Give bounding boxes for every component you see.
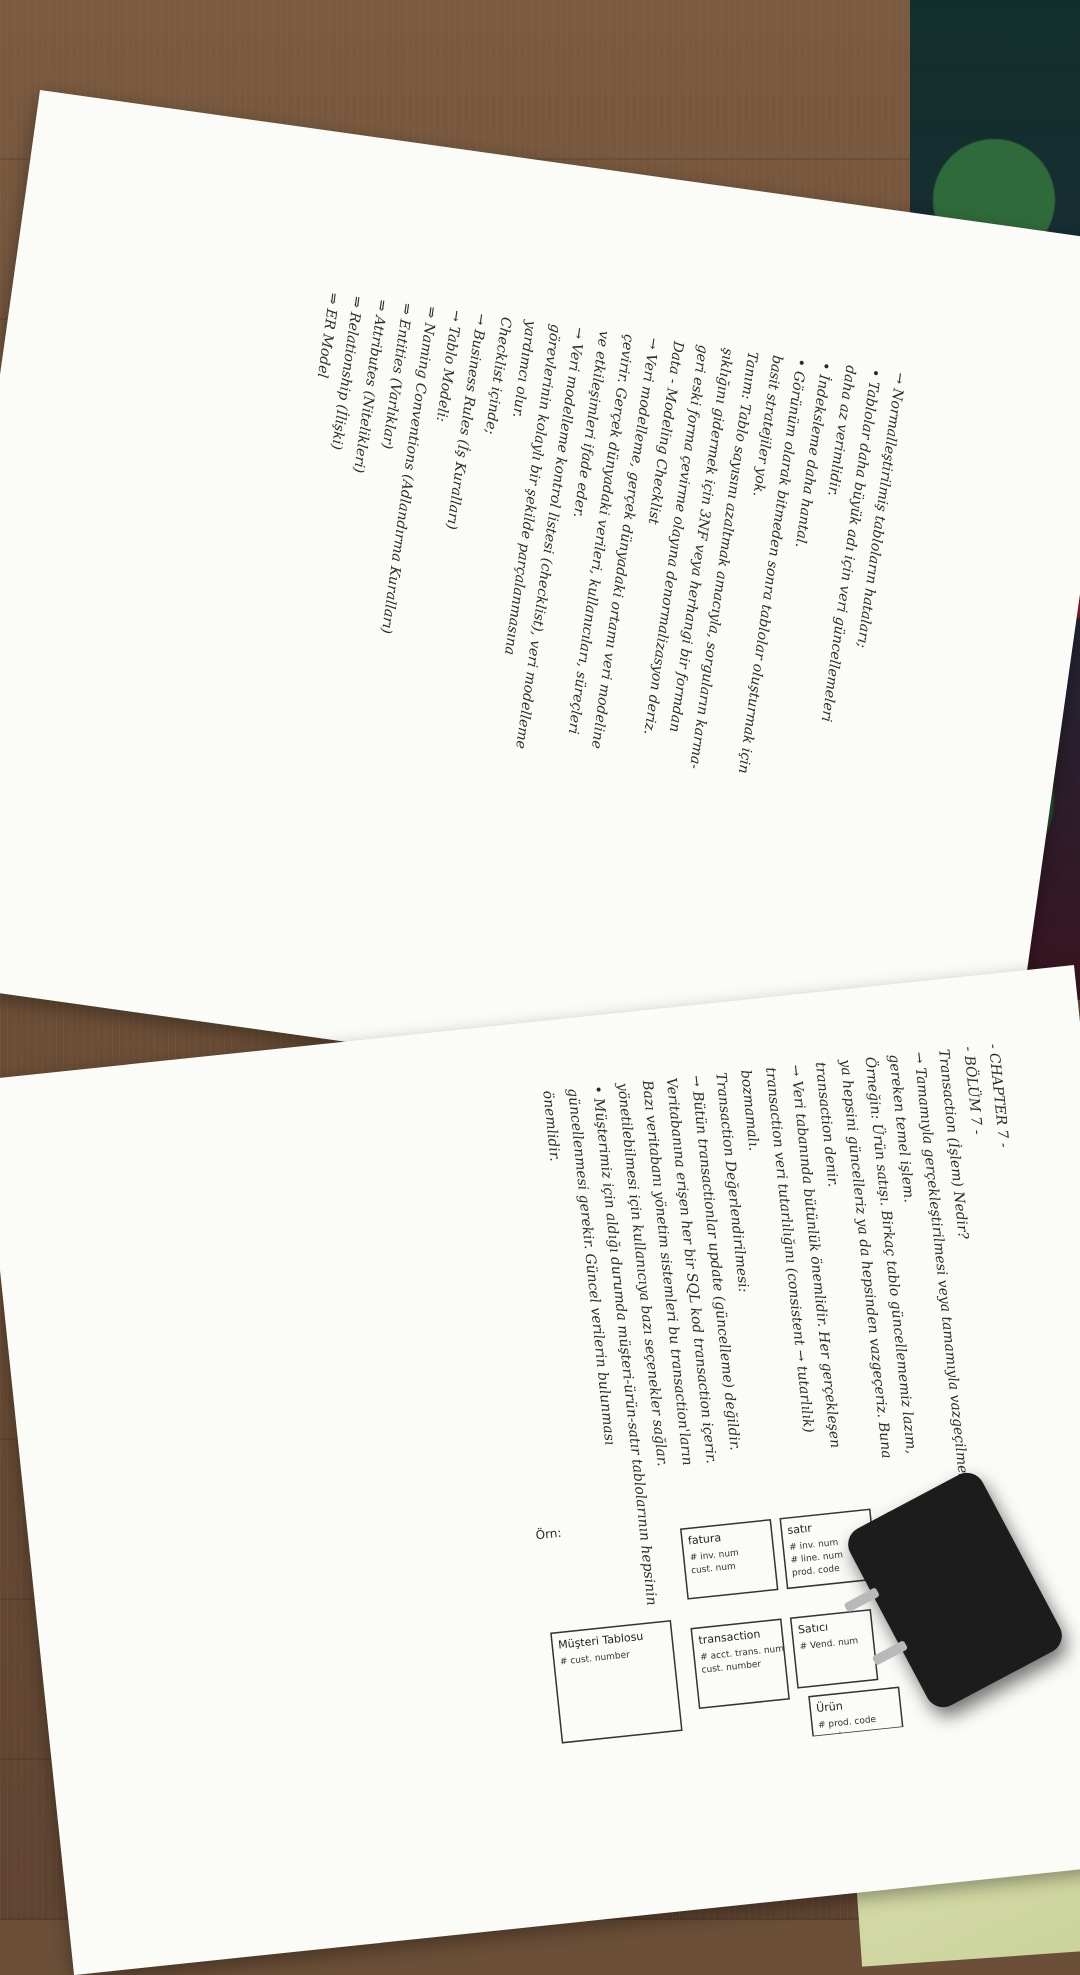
er-entity-field: # cust. number — [560, 1650, 631, 1667]
notebook-page-right: - CHAPTER 7 -- BÖLÜM 7 -Transaction (İşl… — [0, 965, 1080, 1975]
er-entity-field: # prod. code — [818, 1715, 877, 1731]
page-left-notes: → Normalleştirilmiş tabloların hataları;… — [217, 291, 909, 1087]
er-entity-name: transaction — [698, 1628, 761, 1647]
er-entity-field: prod. code — [792, 1564, 841, 1579]
er-entity-field: # Vend. num — [799, 1636, 858, 1652]
er-entity-field: cust. num — [691, 1562, 737, 1577]
er-entity-name: fatura — [687, 1531, 721, 1547]
er-entity-field: cust. number — [701, 1660, 762, 1676]
er-entity-box: Satıcı# Vend. num — [789, 1609, 879, 1689]
er-entity-field: # acct. trans. num — [700, 1644, 785, 1663]
er-entity-name: Müşteri Tablosu — [558, 1630, 644, 1652]
er-entity-box: Müşteri Tablosu# cust. number — [550, 1619, 683, 1744]
er-entity-name: Ürün — [816, 1699, 844, 1715]
er-diagram: Örn:Müşteri Tablosu# cust. numberfatura#… — [535, 1508, 904, 1744]
notebook-page-left: → Normalleştirilmiş tabloların hataları;… — [0, 90, 1080, 1135]
page-right-notes: - CHAPTER 7 -- BÖLÜM 7 -Transaction (İşl… — [531, 1043, 1080, 1888]
diagram-example-label: Örn: — [535, 1524, 562, 1543]
er-entity-name: Satıcı — [797, 1620, 828, 1636]
er-entity-name: satır — [787, 1521, 813, 1537]
